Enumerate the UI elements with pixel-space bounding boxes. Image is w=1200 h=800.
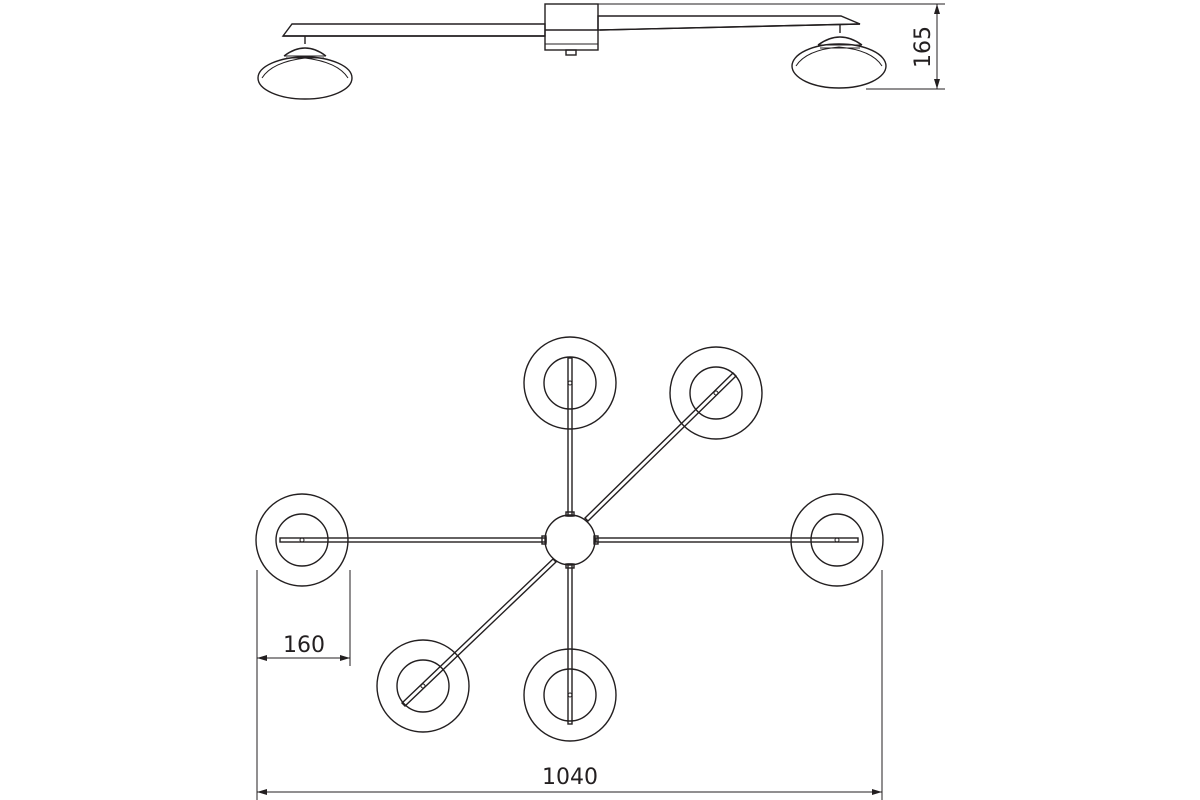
side-view: 165: [257, 3, 945, 100]
dimension-height-label: 165: [911, 26, 936, 68]
shade-top: [523, 336, 617, 430]
central-hub: [541, 511, 599, 569]
arm-right: [595, 537, 859, 543]
top-view: 160 1040: [255, 336, 884, 800]
dimension-shade-label: 160: [283, 633, 325, 658]
dimension-width-label: 1040: [542, 765, 598, 790]
shade-bottom: [523, 648, 617, 742]
shade-bottom-left: [376, 639, 470, 733]
side-shade-right: [791, 24, 887, 89]
dimension-height: 165: [598, 3, 945, 90]
arm-bottom: [567, 563, 573, 725]
shade-left: [255, 493, 349, 587]
arm-left: [279, 537, 547, 543]
dimension-shade: 160: [256, 570, 351, 800]
side-shade-left: [257, 36, 353, 100]
arm-top-right: [584, 372, 737, 522]
shade-top-right: [669, 346, 763, 440]
side-center-block: [544, 3, 599, 51]
arm-bottom-left: [400, 558, 558, 707]
shade-right: [790, 493, 884, 587]
side-center-mount: [565, 49, 577, 56]
dimension-width: 1040: [257, 570, 883, 800]
